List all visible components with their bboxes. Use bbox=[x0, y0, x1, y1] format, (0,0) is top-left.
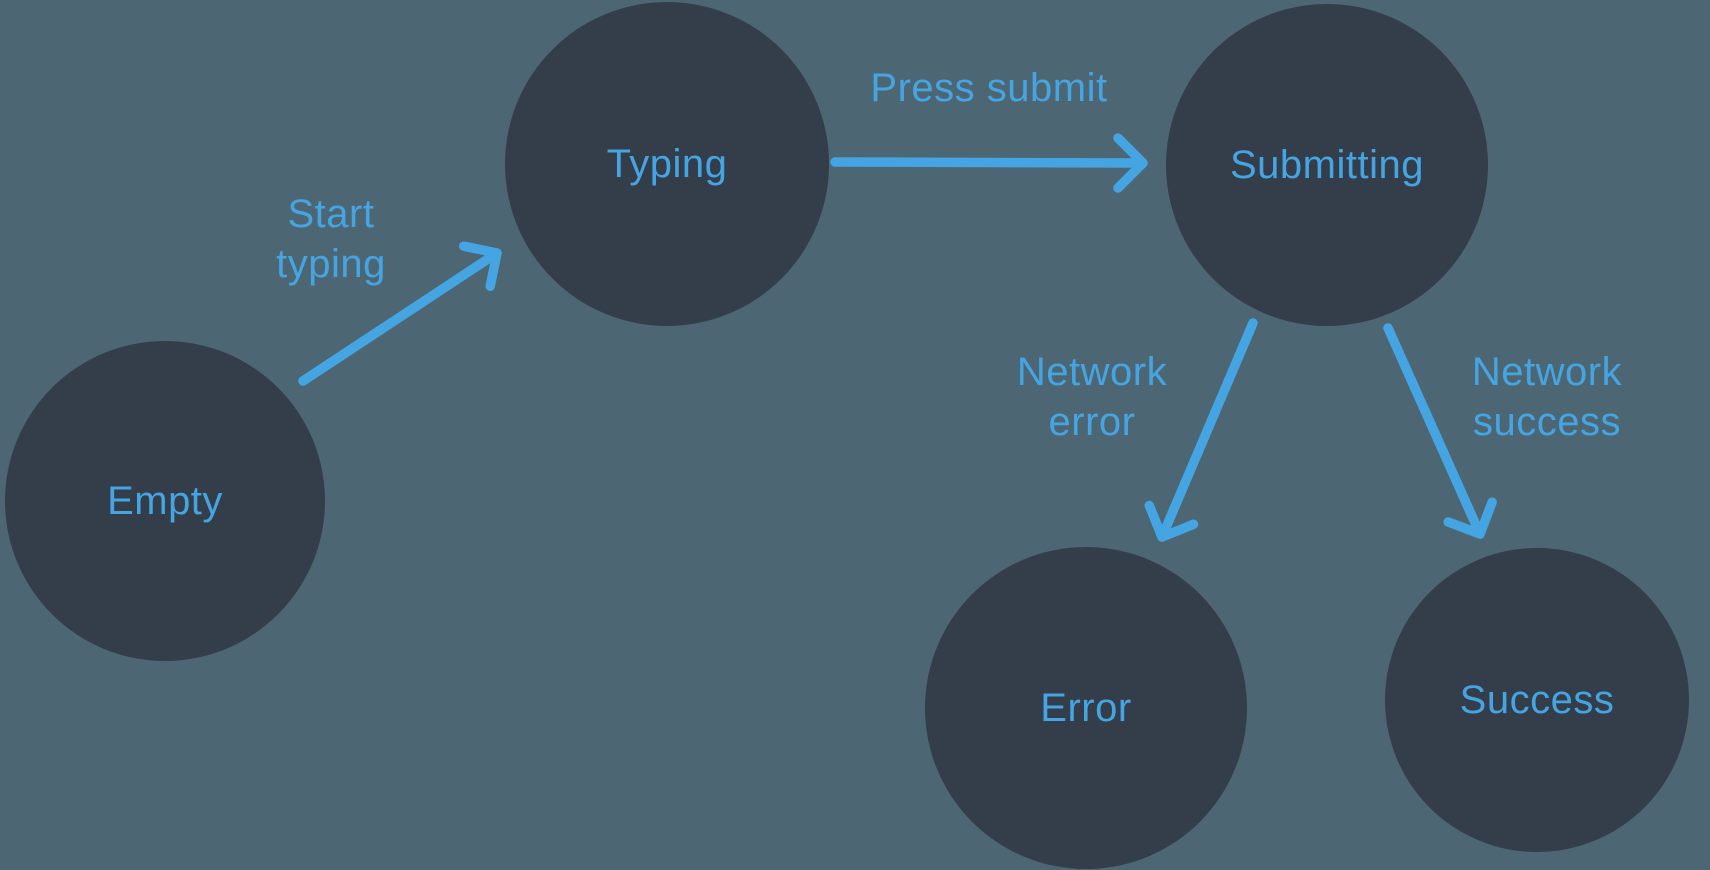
node-submitting-label: Submitting bbox=[1230, 143, 1424, 187]
node-error-label: Error bbox=[1040, 686, 1132, 730]
edge-label-start-typing: Start typing bbox=[276, 192, 386, 286]
node-typing: Typing bbox=[505, 2, 829, 326]
edge-label-network-success: Network success bbox=[1471, 350, 1623, 444]
node-typing-label: Typing bbox=[606, 142, 728, 186]
edge-arrow-press-submit bbox=[830, 133, 1148, 193]
node-error: Error bbox=[925, 547, 1247, 869]
node-empty: Empty bbox=[5, 341, 325, 661]
node-empty-label: Empty bbox=[107, 479, 223, 523]
edge-label-network-error: Network error bbox=[1016, 350, 1168, 444]
edge-label-press-submit: Press submit bbox=[870, 66, 1108, 110]
node-success-label: Success bbox=[1459, 678, 1615, 722]
node-success: Success bbox=[1385, 548, 1689, 852]
node-submitting: Submitting bbox=[1166, 4, 1488, 326]
